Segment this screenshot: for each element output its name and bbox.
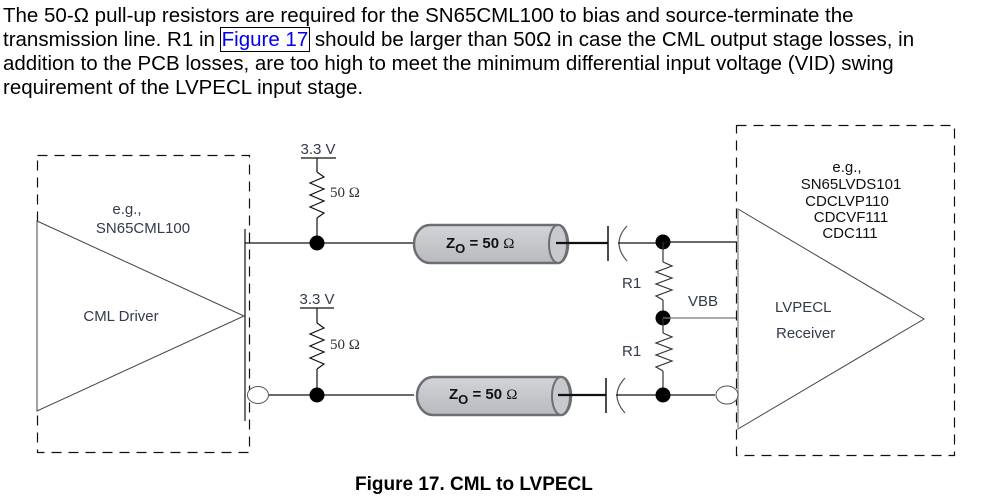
driver-part-label: SN65CML100 <box>96 220 190 237</box>
lvpecl-receiver-triangle <box>737 208 925 430</box>
figure-17-link[interactable]: Figure 17 <box>219 27 311 52</box>
receiver-part-2: CDCLVP110 <box>805 193 889 210</box>
paragraph-line-4: requirement of the LVPECL input stage. <box>3 76 364 99</box>
bottom-pullup-junction <box>309 387 325 403</box>
receiver-part-3: CDCVF111 <box>814 209 888 226</box>
receiver-part-1: SN65LVDS101 <box>801 176 902 193</box>
receiver-eg-label: e.g., <box>832 159 861 176</box>
paragraph-line-2: transmission line. R1 in Figure 17 shoul… <box>3 27 1002 52</box>
body-paragraph: The 50-Ω pull-up resistors are required … <box>3 4 1002 100</box>
bottom-supply-label: 3.3 V <box>299 291 334 308</box>
top-cable-label: ZO = 50 Ω <box>446 235 514 256</box>
paragraph-line-1: The 50-Ω pull-up resistors are required … <box>3 4 854 27</box>
receiver-inverting-bubble <box>715 385 739 405</box>
figure-caption: Figure 17. CML to LVPECL <box>355 474 593 495</box>
receiver-dashed-boundary <box>735 124 956 457</box>
bottom-pullup-resistor <box>300 307 334 403</box>
receiver-name-line-1: LVPECL <box>775 299 831 316</box>
paragraph-line-3: addition to the PCB losses, are too high… <box>3 52 894 75</box>
top-supply-label: 3.3 V <box>300 141 335 158</box>
driver-inverting-bubble <box>247 386 269 404</box>
cml-driver-triangle <box>36 220 246 412</box>
vbb-label: VBB <box>688 293 718 310</box>
top-pullup-junction <box>309 235 325 251</box>
r1-top-resistor <box>654 261 674 301</box>
driver-eg-label: e.g., <box>112 201 141 218</box>
top-transmission-line <box>412 223 570 265</box>
r1-top-label: R1 <box>622 275 641 292</box>
r1-bottom-label: R1 <box>622 343 641 360</box>
bottom-pullup-value: 50 Ω <box>330 337 360 353</box>
r1-bottom-resistor <box>654 332 674 372</box>
receiver-name-line-2: Receiver <box>776 325 835 342</box>
top-pullup-value: 50 Ω <box>330 185 360 201</box>
paragraph-text: should be larger than 50Ω in case the CM… <box>309 28 915 51</box>
bottom-ac-coupling-capacitor <box>558 377 663 414</box>
top-ac-coupling-capacitor <box>556 225 663 262</box>
receiver-part-4: CDC111 <box>822 225 877 242</box>
bottom-cable-label: ZO = 50 Ω <box>449 386 517 407</box>
top-pullup-resistor <box>301 157 336 251</box>
driver-name-label: CML Driver <box>83 308 158 325</box>
paragraph-text: transmission line. R1 in <box>3 28 221 51</box>
bias-network <box>654 234 737 403</box>
